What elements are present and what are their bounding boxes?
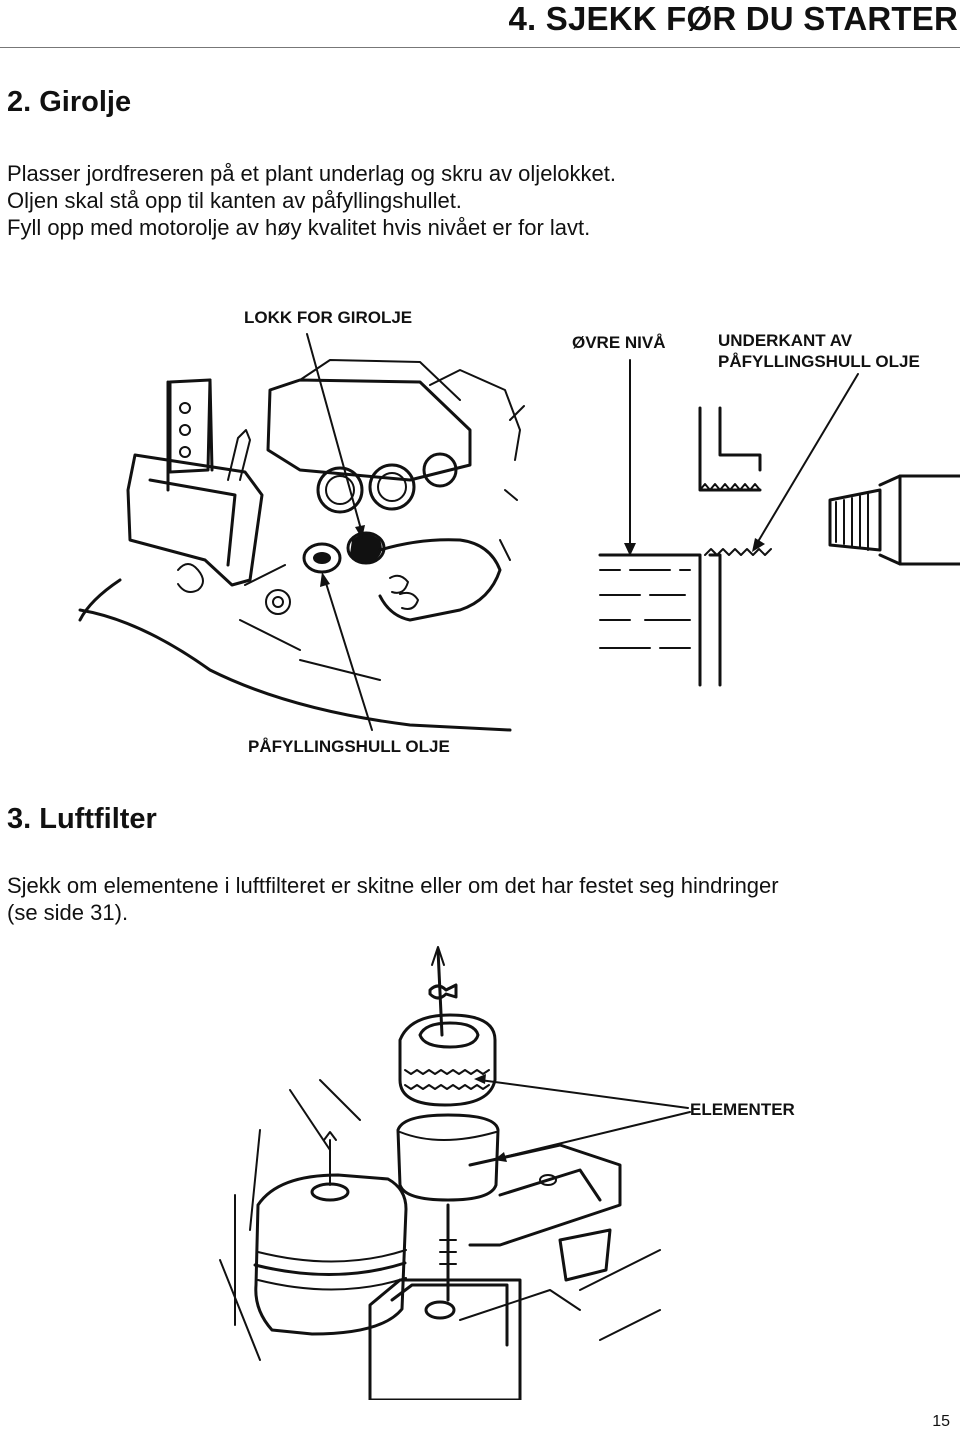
label-upper-level: ØVRE NIVÅ bbox=[572, 333, 666, 352]
gear-oil-illustration bbox=[78, 333, 960, 732]
page-number: 15 bbox=[932, 1413, 950, 1430]
oil-instructions: Plasser jordfreseren på et plant underla… bbox=[7, 160, 616, 241]
tiller-engine-drawing bbox=[78, 359, 525, 732]
section-heading-girolje: 2. Girolje bbox=[7, 86, 132, 118]
oil-instruction-line: Plasser jordfreseren på et plant underla… bbox=[7, 161, 617, 186]
air-filter-instructions: Sjekk om elementene i luftfilteret er sk… bbox=[7, 872, 779, 926]
air-filter-instruction-line: Sjekk om elementene i luftfilteret er sk… bbox=[7, 873, 779, 898]
label-elements: ELEMENTER bbox=[690, 1100, 795, 1119]
section-heading-luftfilter: 3. Luftfilter bbox=[7, 803, 157, 835]
label-fill-hole-lower-edge: UNDERKANT AV PÅFYLLINGSHULL OLJE bbox=[718, 330, 920, 372]
label-gear-oil-cap: LOKK FOR GIROLJE bbox=[244, 308, 413, 327]
oil-instruction-line: Fyll opp med motorolje av høy kvalitet h… bbox=[7, 215, 591, 240]
header-divider bbox=[0, 47, 960, 48]
oil-level-cross-section bbox=[598, 406, 960, 687]
chapter-title: 4. SJEKK FØR DU STARTER bbox=[508, 0, 958, 37]
label-oil-fill-hole: PÅFYLLINGSHULL OLJE bbox=[248, 737, 450, 756]
label-line: PÅFYLLINGSHULL OLJE bbox=[718, 352, 920, 371]
label-line: UNDERKANT AV bbox=[718, 331, 853, 350]
air-filter-illustration bbox=[219, 946, 691, 1400]
air-filter-instruction-line: (se side 31). bbox=[7, 900, 129, 925]
oil-instruction-line: Oljen skal stå opp til kanten av påfylli… bbox=[7, 188, 462, 213]
